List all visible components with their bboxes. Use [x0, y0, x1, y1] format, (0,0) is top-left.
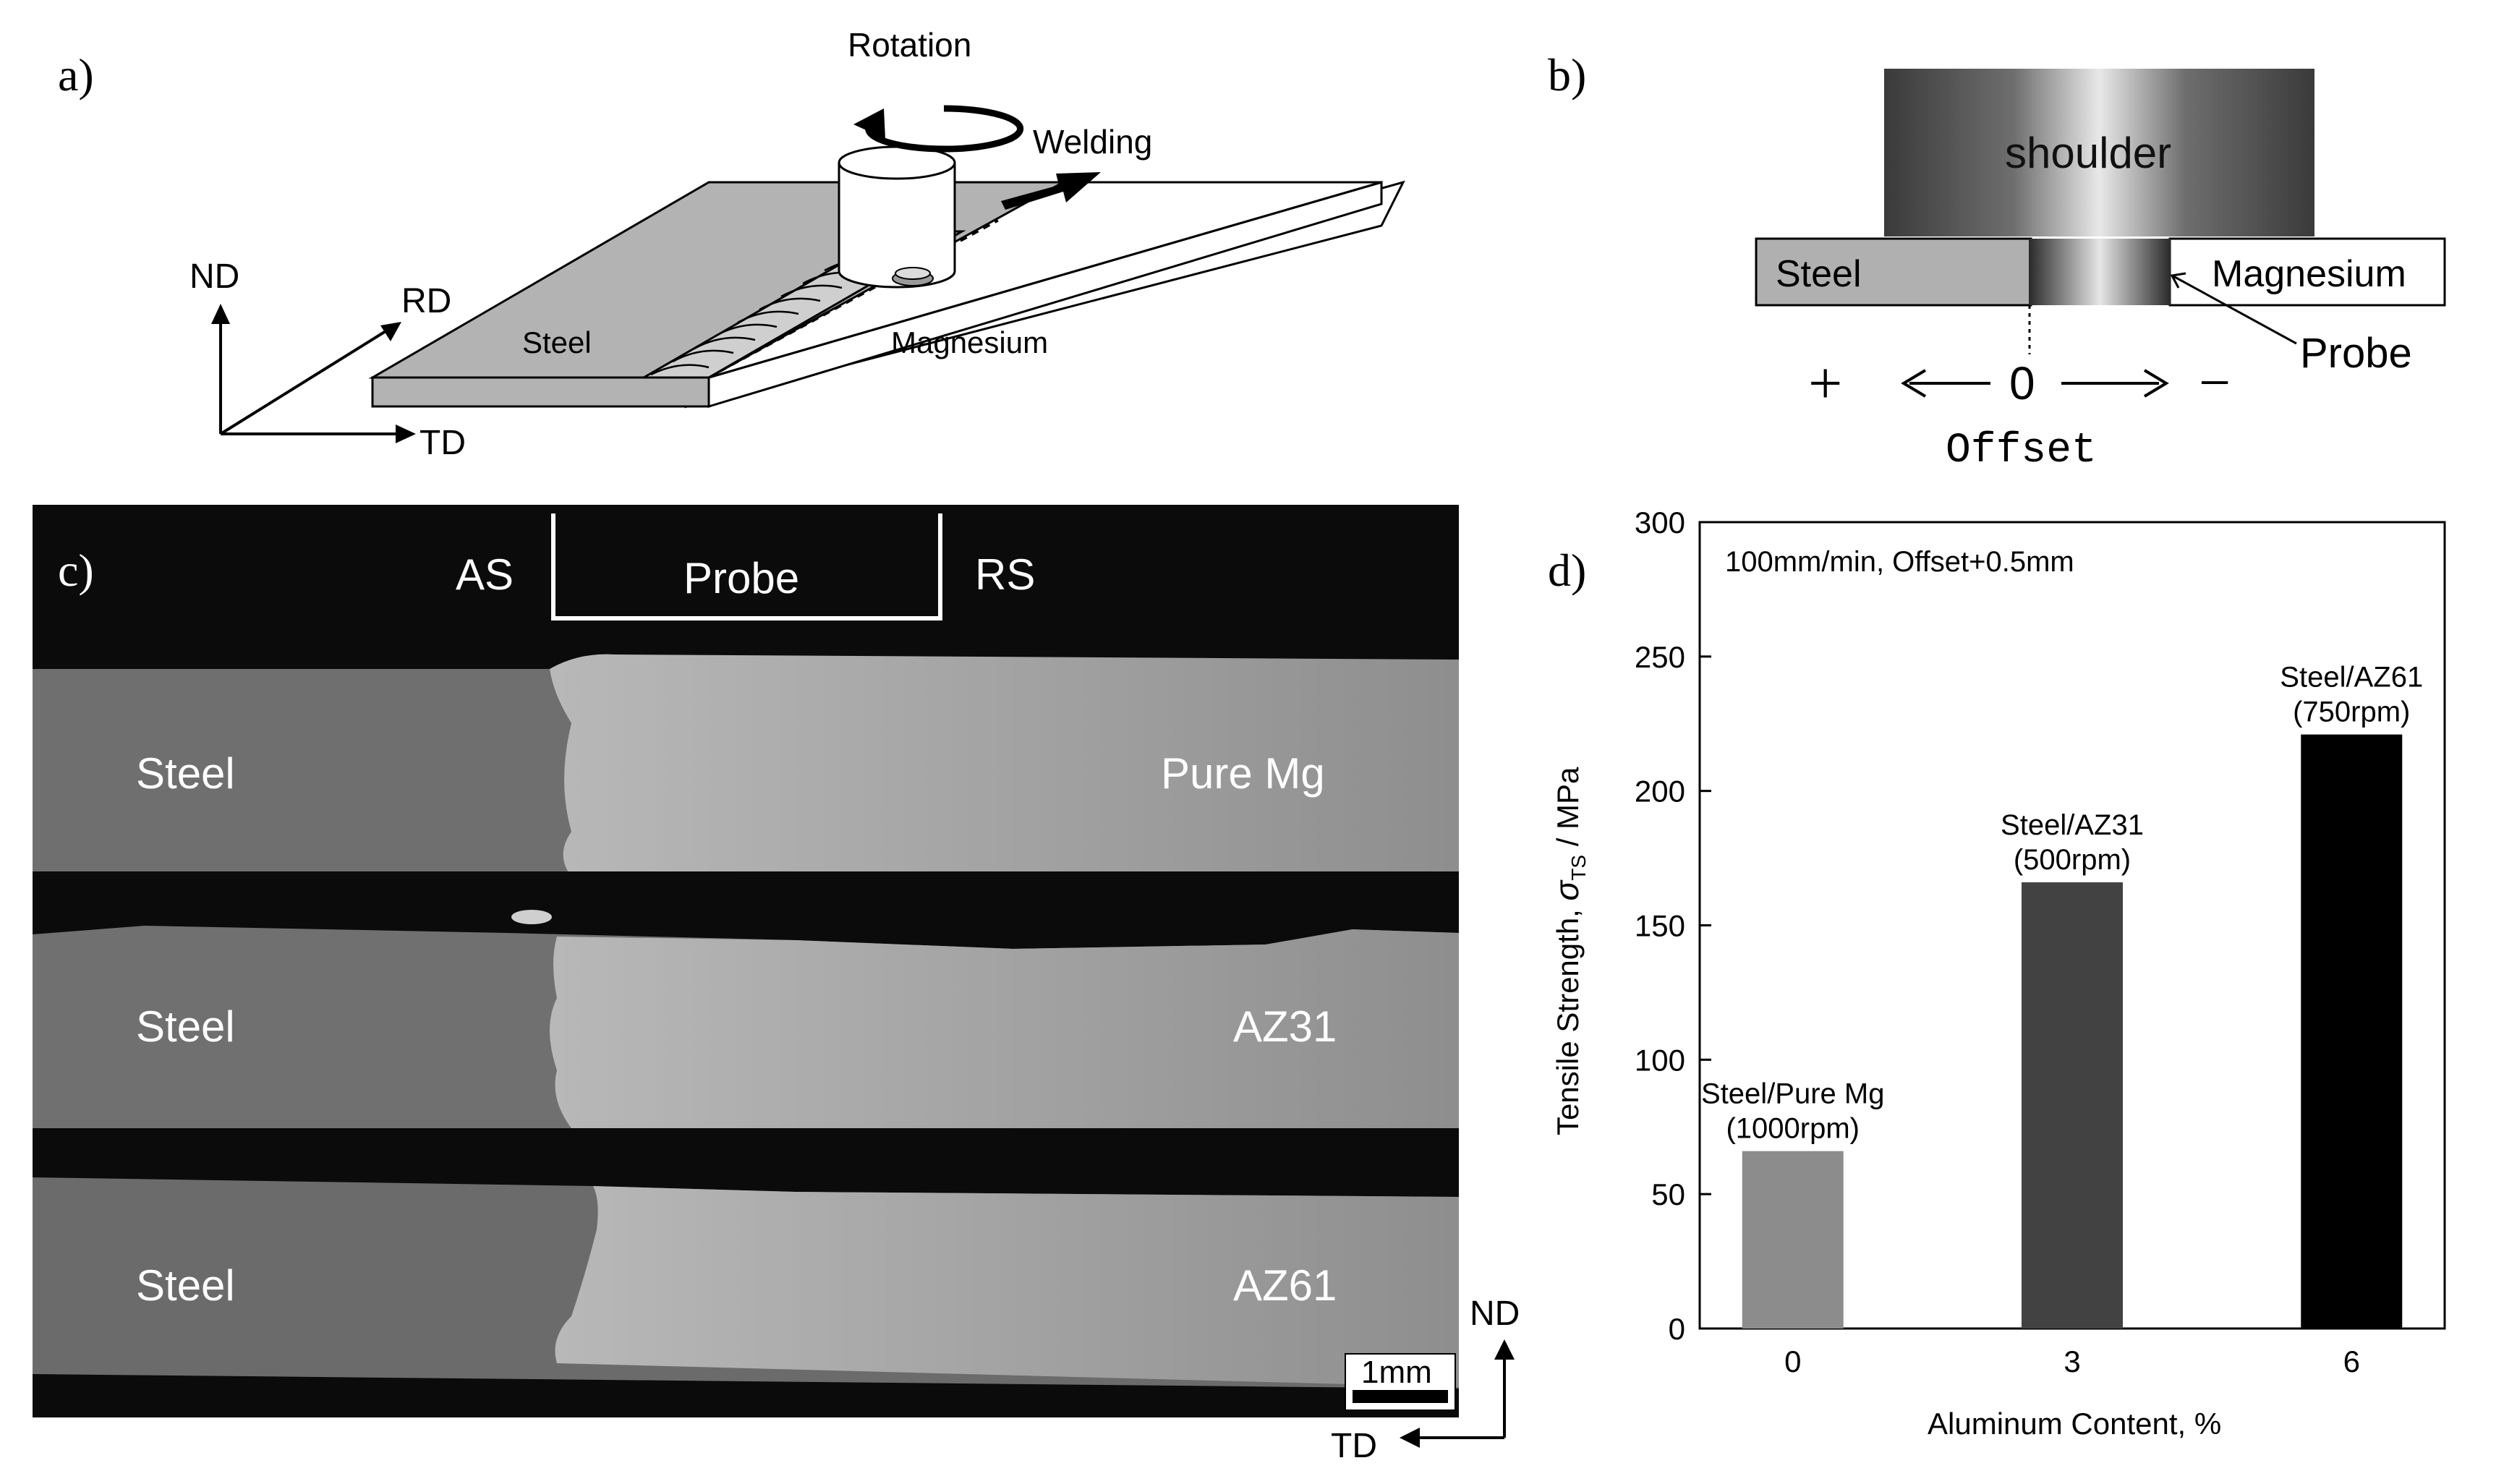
- x-axis-label: Aluminum Content, %: [1928, 1407, 2221, 1441]
- probe-bracket: [551, 513, 942, 621]
- micrograph-strip-1: [33, 654, 1459, 871]
- shoulder-block: [1884, 69, 2314, 236]
- y-axis-label-text: Tensile Strength,: [1551, 900, 1585, 1135]
- panel-a-label: a): [58, 49, 94, 101]
- row-3-left-label: Steel: [136, 1261, 235, 1310]
- nd-td-axes-icon: [1400, 1339, 1515, 1448]
- bar-label: Steel/Pure Mg: [1701, 1078, 1884, 1110]
- y-tick-label: 100: [1635, 1043, 1685, 1077]
- bar-3: [2022, 882, 2123, 1329]
- x-tick-label: 6: [2343, 1344, 2360, 1378]
- bar-label: (500rpm): [2014, 844, 2131, 876]
- axes-icon: [211, 304, 416, 443]
- chart-annotation: 100mm/min, Offset+0.5mm: [1725, 546, 2074, 578]
- axis-nd-label: ND: [189, 257, 239, 296]
- scale-bar-label: 1mm: [1361, 1355, 1432, 1390]
- steel-bar: [1755, 237, 2032, 307]
- bar-label: Steel/AZ61: [2280, 662, 2423, 694]
- y-tick-label: 50: [1651, 1177, 1685, 1211]
- y-axis-label: Tensile Strength, σTS / MPa: [1548, 767, 1590, 1135]
- zero-label: 0: [2009, 357, 2035, 409]
- steel-label: Steel: [522, 325, 592, 359]
- axis-td-label-c: TD: [1331, 1427, 1377, 1465]
- offset-label: Offset: [1946, 427, 2097, 474]
- bar-label: (1000rpm): [1726, 1113, 1860, 1145]
- y-tick-label: 200: [1635, 775, 1685, 809]
- y-tick-label: 150: [1635, 909, 1685, 943]
- minus-sign: −: [2199, 351, 2231, 414]
- axis-nd-label-c: ND: [1470, 1295, 1520, 1333]
- panel-d-label: d): [1548, 545, 1586, 596]
- probe-block: [2029, 239, 2171, 305]
- micrograph-strip-3: [33, 1177, 1459, 1389]
- bar-label: (750rpm): [2293, 696, 2410, 728]
- row-1-right-label: Pure Mg: [1161, 749, 1325, 798]
- scale-bar: [1345, 1353, 1456, 1411]
- y-tick-label: 300: [1635, 506, 1685, 540]
- panel-b: b) shoulder Steel Magnesium Probe + 0 − …: [1548, 49, 2446, 474]
- welding-label: Welding: [1033, 123, 1152, 161]
- bars-group: [1742, 734, 2403, 1329]
- x-axis-ticks: 0 3 6: [1784, 1317, 2360, 1378]
- welding-direction-arrow-icon: [1001, 172, 1101, 210]
- bar-0: [1742, 1151, 1844, 1329]
- probe-pointer-icon: [2170, 272, 2297, 345]
- panel-b-label: b): [1548, 49, 1586, 101]
- row-3-right-label: AZ61: [1233, 1261, 1337, 1310]
- row-2-left-label: Steel: [136, 1002, 235, 1051]
- rotation-arrow-icon: [853, 105, 1024, 153]
- y-tick-label: 0: [1669, 1312, 1685, 1346]
- panel-d: d) 100mm/min, Offset+0.5mm 0 50 100 150 200 2…: [1548, 506, 2446, 1441]
- y-axis-label-subscript: TS: [1567, 855, 1590, 881]
- steel-bar-label: Steel: [1776, 253, 1862, 295]
- y-tick-label: 250: [1635, 640, 1685, 674]
- panel-c-label: c): [58, 545, 94, 596]
- right-arrow-icon: [2061, 369, 2169, 398]
- rs-label: RS: [975, 550, 1035, 599]
- y-axis-label-sigma: σ: [1548, 879, 1585, 900]
- bar-labels-group: Steel/Pure Mg(1000rpm) Steel/AZ31(500rpm)…: [1701, 662, 2423, 1145]
- x-tick-label: 0: [1784, 1344, 1801, 1378]
- panel-c: AS Probe RS c) Steel Pure Mg Steel AZ31 …: [33, 505, 1520, 1465]
- magnesium-bar-label: Magnesium: [2212, 253, 2406, 295]
- y-axis-label-unit: / MPa: [1551, 767, 1585, 855]
- as-label: AS: [456, 550, 514, 599]
- y-axis-ticks: 0 50 100 150 200 250 300: [1635, 506, 1711, 1346]
- magnesium-label: Magnesium: [891, 325, 1048, 359]
- bar-6: [2301, 734, 2403, 1329]
- bar-label: Steel/AZ31: [2001, 809, 2144, 841]
- row-2-right-label: AZ31: [1233, 1002, 1337, 1051]
- probe-label-c: Probe: [683, 554, 799, 602]
- fsw-tool: [838, 145, 956, 289]
- plus-sign: +: [1808, 350, 1842, 417]
- row-1-left-label: Steel: [136, 749, 235, 798]
- magnesium-plate: [684, 180, 1405, 409]
- axis-rd-label: RD: [401, 282, 451, 320]
- panel-a: a): [58, 26, 1405, 462]
- rotation-label: Rotation: [848, 26, 971, 64]
- shoulder-label: shoulder: [2005, 129, 2171, 177]
- probe-label-b: Probe: [2300, 330, 2412, 377]
- axis-td-label: TD: [420, 424, 466, 462]
- left-arrow-icon: [1901, 369, 1990, 398]
- x-tick-label: 3: [2064, 1344, 2080, 1378]
- micrograph-strip-2: [33, 910, 1459, 1128]
